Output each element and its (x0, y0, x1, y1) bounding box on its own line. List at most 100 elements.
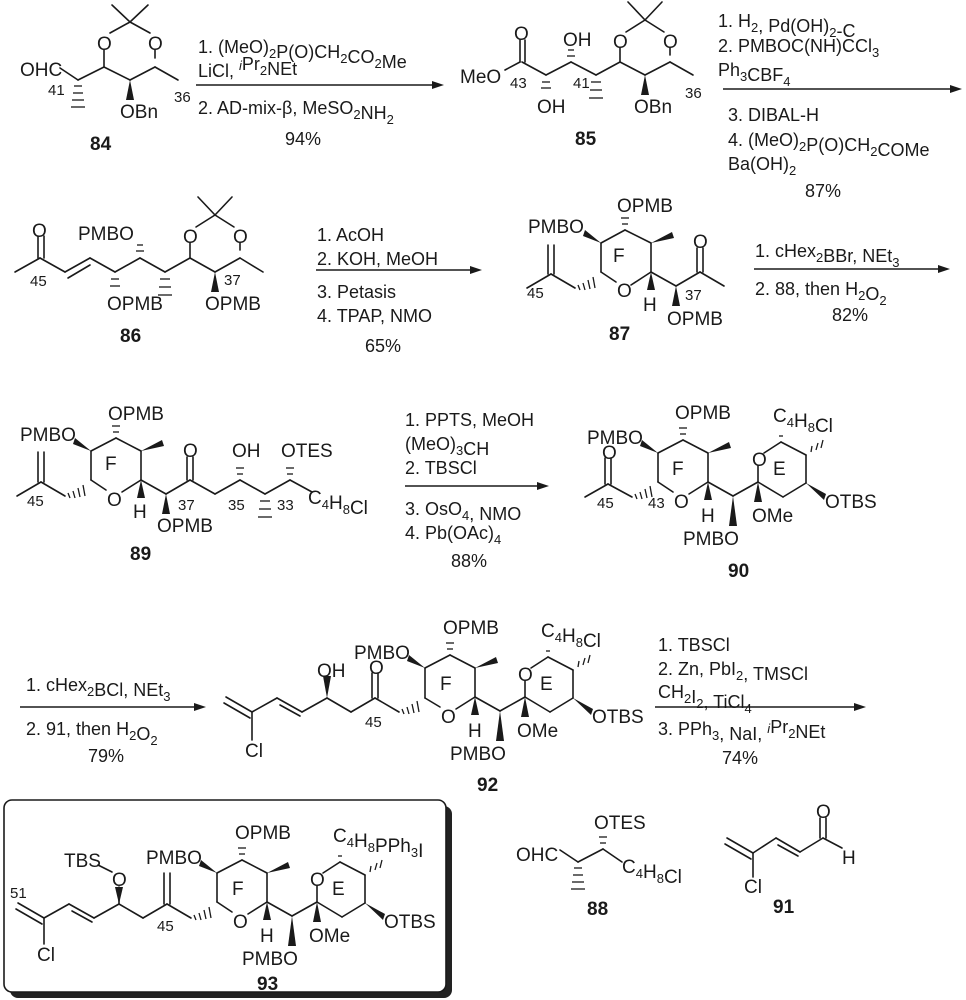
group-label: O (816, 802, 831, 823)
reaction-step-4: 1. cHex2BBr, NEt3 2. 88, then H2O2 82% (754, 241, 950, 325)
compound-89: OPMB PMBO F 45 O H OPMB O 37 OH 35 OTES … (16, 404, 368, 565)
group-label: C4H8Cl (541, 621, 601, 652)
compound-93: TBS O 51 Cl PMBO OPMB F 45 O H PMBO C4H8… (10, 823, 436, 995)
group-label: O (693, 232, 708, 253)
svg-text:O: O (613, 32, 628, 53)
ring-label: E (773, 459, 786, 480)
svg-text:O: O (183, 227, 198, 248)
group-label: OTES (594, 813, 646, 834)
group-label: O (112, 870, 127, 891)
arrow-head (854, 703, 866, 711)
hashed-bond (571, 836, 607, 890)
arrow-head (194, 703, 206, 711)
group-label: OTBS (384, 912, 436, 933)
atom-number: 33 (277, 497, 294, 514)
reagent-text: 1. AcOH (317, 225, 384, 245)
group-label: O (602, 443, 617, 464)
yield-text: 82% (832, 305, 868, 325)
reagent-text: 4. Pb(OAc)4 (405, 523, 501, 547)
group-label: O (107, 490, 122, 511)
group-label: C4H8PPh3I (333, 826, 423, 862)
reagent-text: 2. 91, then H2O2 (26, 719, 158, 748)
group-label: Cl (744, 877, 762, 898)
svg-text:O: O (663, 32, 678, 53)
compound-90: OPMB PMBO O F 45 43 O H PMBO C4H8Cl O E … (584, 403, 877, 582)
ring-label: F (105, 454, 117, 475)
ring-label: F (440, 674, 452, 695)
reagent-text: 2. AD-mix-β, MeSO2NH2 (198, 98, 394, 127)
group-label: O (233, 912, 248, 933)
reagent-text: 4. TPAP, NMO (317, 306, 432, 326)
svg-text:O: O (97, 34, 112, 55)
group-label: H (643, 295, 657, 316)
group-label: O (310, 870, 325, 891)
reaction-step-1: 1. (MeO)2P(O)CH2CO2Me LiCl, iPr2NEt 2. A… (196, 37, 444, 149)
reagent-text: 2. PMBOC(NH)CCl3 (718, 36, 879, 60)
group-label: MeO (460, 67, 501, 88)
reaction-step-7: 1. TBSCl 2. Zn, PbI2, TMSCl CH2I2, TiCl4… (655, 635, 866, 768)
group-label: OPMB (157, 516, 213, 537)
reagent-text: Ba(OH)2 (728, 154, 796, 178)
group-label: H (260, 926, 274, 947)
group-label: OPMB (667, 309, 723, 330)
arrow-head (938, 265, 950, 273)
reagent-text: 2. Zn, PbI2, TMSCl (658, 659, 808, 684)
reagent-text: 3. PPh3, NaI, iPr2NEt (658, 717, 825, 744)
reagent-text: 1. (MeO)2P(O)CH2CO2Me (198, 37, 407, 72)
atom-number: 43 (510, 75, 527, 92)
compound-label: 93 (257, 974, 278, 995)
hashed-bond (110, 244, 172, 296)
reagent-text: (MeO)3CH (405, 434, 489, 459)
group-label: H (701, 506, 715, 527)
group-label: OTES (281, 441, 333, 462)
arrow-head (470, 266, 482, 274)
reagent-text: 2. 88, then H2O2 (755, 279, 887, 308)
group-label: H (842, 848, 856, 869)
atom-number: 45 (597, 495, 614, 512)
atom-number: 37 (685, 287, 702, 304)
compound-86: O 45 PMBO OPMB O O 37 OPMB 86 (14, 196, 264, 347)
group-label: OPMB (617, 196, 673, 217)
arrow-head (537, 482, 549, 490)
reaction-step-6: 1. cHex2BCl, NEt3 2. 91, then H2O2 79% (20, 675, 206, 766)
group-label: PMBO (146, 848, 202, 869)
reagent-text: 1. H2, Pd(OH)2-C (718, 11, 856, 41)
ring-label: F (672, 459, 684, 480)
compound-label: 85 (575, 129, 597, 150)
compound-label: 86 (120, 326, 141, 347)
group-label: PMBO (20, 425, 76, 446)
group-label: O (369, 658, 384, 679)
reaction-step-3: 1. AcOH 2. KOH, MeOH 3. Petasis 4. TPAP,… (316, 225, 482, 356)
compound-label: 84 (90, 134, 112, 155)
atom-number: 45 (30, 273, 47, 290)
group-label: OPMB (205, 294, 261, 315)
yield-text: 74% (722, 748, 758, 768)
atom-number: 41 (573, 75, 590, 92)
compound-label: 92 (477, 775, 498, 796)
group-label: C4H8Cl (773, 406, 833, 437)
group-label: OTBS (592, 707, 644, 728)
group-label: OHC (516, 845, 558, 866)
ring-label: E (540, 674, 553, 695)
hashed-bond (67, 425, 294, 518)
reagent-text: 3. Petasis (317, 282, 396, 302)
atom-number: 45 (527, 285, 544, 302)
reagent-text: 3. DIBAL-H (728, 105, 819, 125)
group-label: PMBO (528, 217, 584, 238)
group-label: OPMB (108, 404, 164, 425)
yield-text: 79% (88, 746, 124, 766)
reagent-text: Ph3CBF4 (718, 60, 791, 89)
group-label: H (468, 721, 482, 742)
group-label: OMe (309, 926, 350, 947)
group-label: OPMB (235, 823, 291, 844)
atom-number: 35 (228, 497, 245, 514)
group-label: OPMB (107, 294, 163, 315)
compound-92: OH O Cl PMBO OPMB F 45 O H PMBO C4H8Cl O… (223, 618, 644, 796)
atom-number: 45 (27, 493, 44, 510)
yield-text: 87% (805, 181, 841, 201)
atom-number: 36 (174, 89, 191, 106)
reagent-text: 4. (MeO)2P(O)CH2COMe (728, 130, 930, 160)
group-label: O (32, 221, 47, 242)
reagent-text: 3. OsO4, NMO (405, 499, 521, 524)
group-label: OH (563, 30, 592, 51)
